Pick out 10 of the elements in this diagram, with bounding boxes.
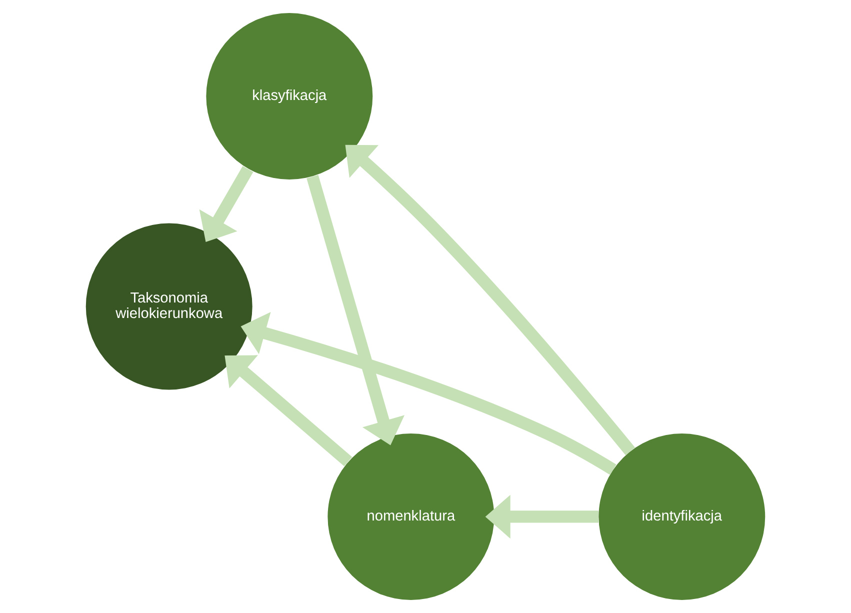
arrow [345,144,636,456]
node-circle: identyfikacja [598,433,766,600]
node-circle: Taksonomia wielokierunkowa [86,223,252,390]
arrow [306,174,404,446]
arrow [240,312,616,475]
arrow [485,494,598,539]
node-circle: klasyfikacja [206,13,373,180]
arrow [224,355,352,466]
node-circle: nomenklatura [328,433,494,600]
arrow [199,166,254,242]
